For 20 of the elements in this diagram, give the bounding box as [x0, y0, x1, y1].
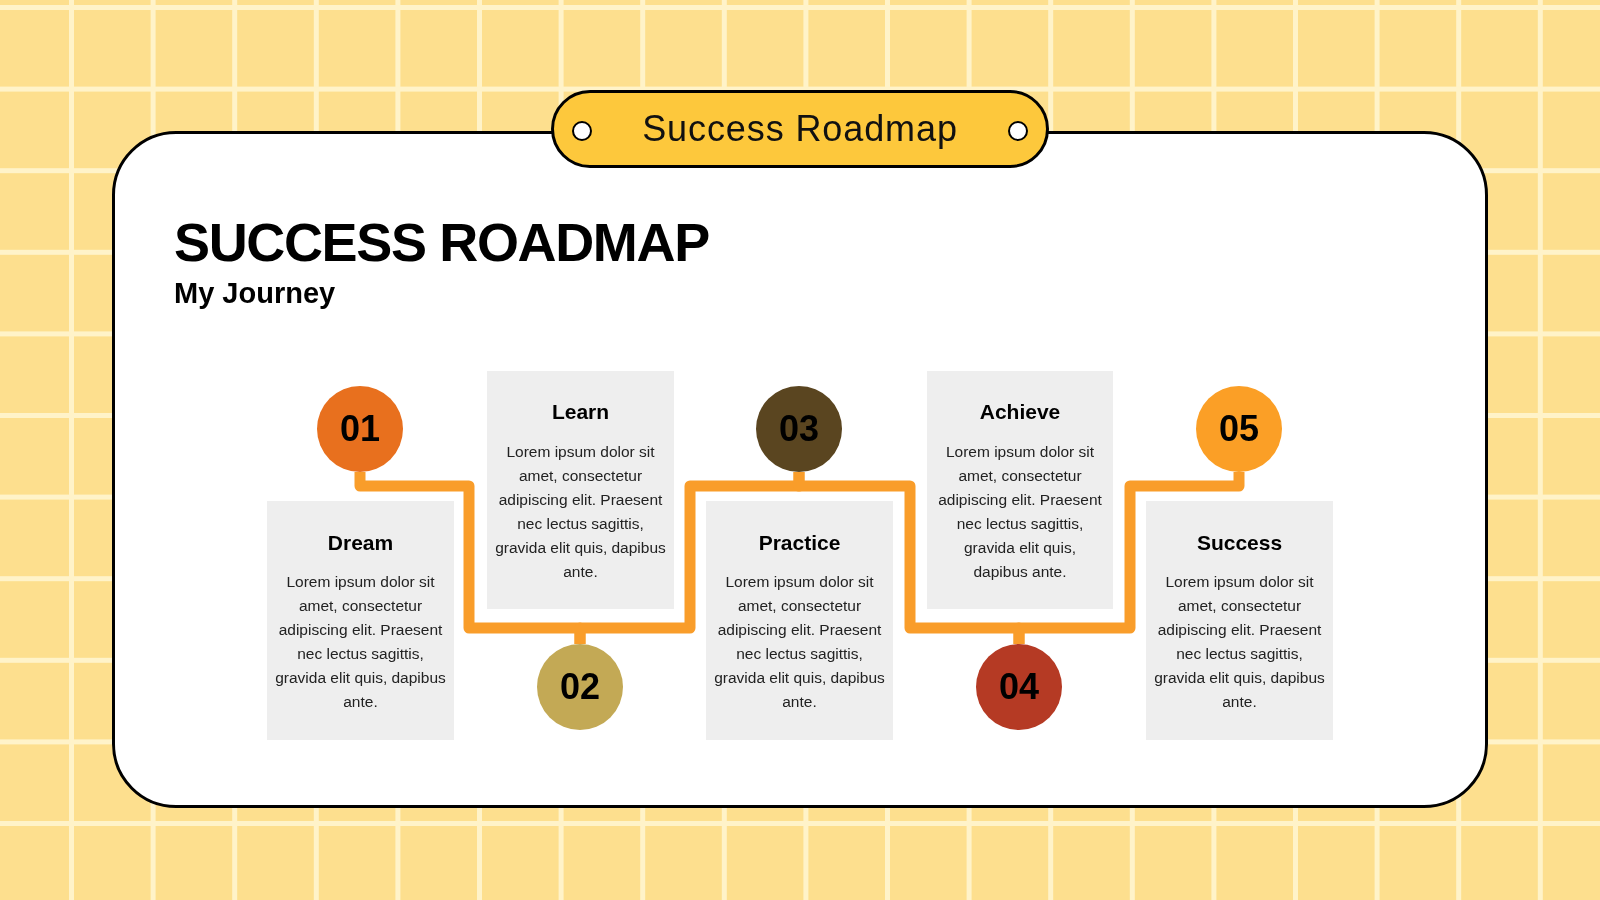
step-heading: Dream	[327, 529, 394, 556]
step-heading: Achieve	[979, 399, 1061, 426]
step-description: Lorem ipsum dolor sit amet, consectetur adipiscing elit. Praesent nec lectus sagittis, gravida elit quis, dapibus ante.	[275, 572, 446, 713]
connector-line	[1013, 472, 1245, 644]
step-number: 02	[559, 665, 600, 709]
title-pill	[551, 90, 1049, 168]
step-number: 03	[778, 407, 819, 451]
step-heading: Success	[1196, 529, 1283, 556]
step-description: Lorem ipsum dolor sit amet, consectetur adipiscing elit. Praesent nec lectus sagittis, gravida elit quis, dapibus ante.	[495, 441, 666, 582]
step-heading: Practice	[758, 529, 841, 556]
step-heading: Learn	[551, 399, 610, 426]
banner-title: Success Roadmap	[642, 107, 958, 151]
step-description: Lorem ipsum dolor sit amet, consectetur adipiscing elit. Praesent nec lectus sagittis, gravida elit quis, dapibus ante.	[1154, 572, 1325, 713]
step-number: 01	[339, 407, 380, 451]
step-description: Lorem ipsum dolor sit amet, consectetur adipiscing elit. Praesent nec lectus sagittis, gravida elit quis, dapibus ante.	[937, 441, 1103, 582]
step-number: 05	[1218, 407, 1259, 451]
step-description: Lorem ipsum dolor sit amet, consectetur adipiscing elit. Praesent nec lectus sagittis, gravida elit quis, dapibus ante.	[714, 572, 885, 713]
step-number: 04	[998, 665, 1039, 709]
subtitle: My Journey	[174, 276, 336, 311]
page-title: SUCCESS ROADMAP	[174, 211, 709, 274]
